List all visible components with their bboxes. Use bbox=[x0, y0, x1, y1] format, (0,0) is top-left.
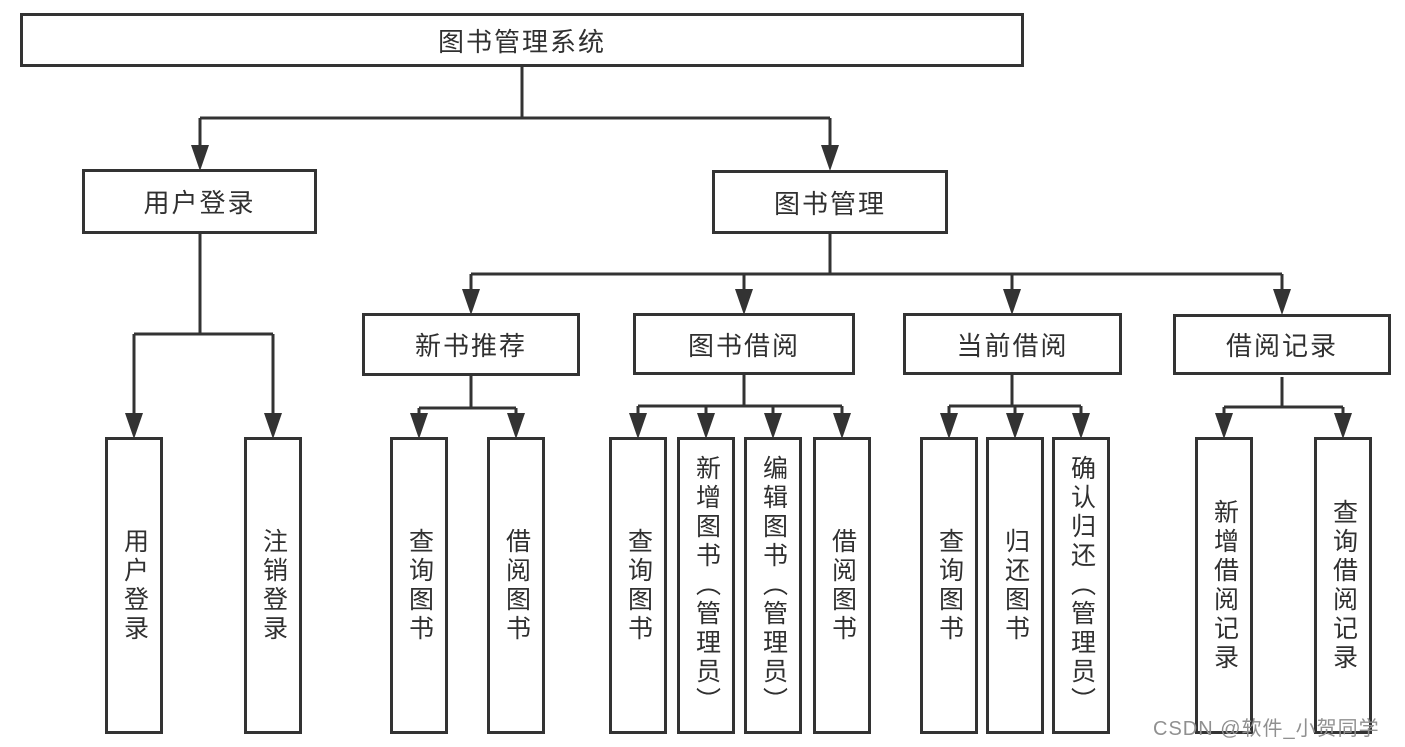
leaf-logout: 注销登录 bbox=[244, 437, 302, 734]
node-root-library-system: 图书管理系统 bbox=[20, 13, 1024, 67]
leaf-user-login-label: 用户登录 bbox=[120, 527, 149, 644]
leaf-add-borrow-record-label: 新增借阅记录 bbox=[1210, 498, 1239, 673]
leaf-query-books-borrowing: 查询图书 bbox=[609, 437, 667, 734]
leaf-borrow-books-recommend-label: 借阅图书 bbox=[502, 527, 531, 644]
leaf-edit-book-admin-label: 编辑图书（管理员） bbox=[759, 455, 788, 716]
leaf-logout-label: 注销登录 bbox=[259, 527, 288, 644]
leaf-confirm-return-admin-label: 确认归还（管理员） bbox=[1067, 455, 1096, 716]
node-user-login: 用户登录 bbox=[82, 169, 317, 234]
leaf-query-books-current: 查询图书 bbox=[920, 437, 978, 734]
leaf-borrow-books-label: 借阅图书 bbox=[828, 527, 857, 644]
leaf-query-borrow-record-label: 查询借阅记录 bbox=[1329, 498, 1358, 673]
node-book-management: 图书管理 bbox=[712, 170, 948, 234]
leaf-query-books-current-label: 查询图书 bbox=[935, 527, 964, 644]
node-current-borrowing: 当前借阅 bbox=[903, 313, 1122, 375]
arrowheads bbox=[125, 145, 1352, 439]
leaf-query-books-recommend-label: 查询图书 bbox=[405, 527, 434, 644]
leaf-borrow-books: 借阅图书 bbox=[813, 437, 871, 734]
leaf-query-books-borrowing-label: 查询图书 bbox=[624, 527, 653, 644]
node-borrowing-records: 借阅记录 bbox=[1173, 314, 1391, 375]
leaf-edit-book-admin: 编辑图书（管理员） bbox=[744, 437, 802, 734]
leaf-query-books-recommend: 查询图书 bbox=[390, 437, 448, 734]
csdn-watermark: CSDN @软件_小贺同学 bbox=[1153, 718, 1380, 740]
leaf-return-books-label: 归还图书 bbox=[1001, 527, 1030, 644]
leaf-borrow-books-recommend: 借阅图书 bbox=[487, 437, 545, 734]
leaf-return-books: 归还图书 bbox=[986, 437, 1044, 734]
leaf-add-book-admin: 新增图书（管理员） bbox=[677, 437, 735, 734]
leaf-query-borrow-record: 查询借阅记录 bbox=[1314, 437, 1372, 734]
leaf-add-borrow-record: 新增借阅记录 bbox=[1195, 437, 1253, 734]
leaf-user-login: 用户登录 bbox=[105, 437, 163, 734]
node-new-book-recommend: 新书推荐 bbox=[362, 313, 580, 376]
leaf-add-book-admin-label: 新增图书（管理员） bbox=[692, 455, 721, 716]
leaf-confirm-return-admin: 确认归还（管理员） bbox=[1052, 437, 1110, 734]
node-book-borrowing: 图书借阅 bbox=[633, 313, 855, 375]
